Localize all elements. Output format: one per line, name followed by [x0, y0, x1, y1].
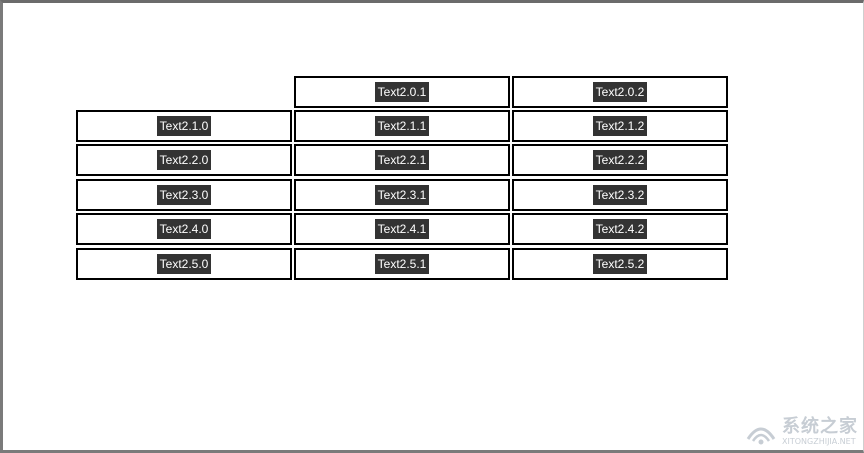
cell-label: Text2.1.1 — [374, 116, 430, 136]
grid-cell: Text2.4.0 — [76, 213, 292, 245]
grid-cell: Text2.1.1 — [294, 110, 510, 142]
grid-cell: Text2.3.0 — [76, 179, 292, 211]
grid-cell: Text2.5.1 — [294, 248, 510, 280]
cell-label: Text2.4.2 — [592, 219, 648, 239]
watermark: 系统之家 XITONGZHIJIA.NET — [744, 417, 858, 447]
cell-label: Text2.2.1 — [374, 150, 430, 170]
cell-label: Text2.0.1 — [374, 82, 430, 102]
grid-cell: Text2.1.2 — [512, 110, 728, 142]
grid-cell: Text2.0.2 — [512, 76, 728, 108]
grid-cell: Text2.2.1 — [294, 144, 510, 176]
cell-label: Text2.0.2 — [592, 82, 648, 102]
grid-cell: Text2.1.0 — [76, 110, 292, 142]
grid-cell: Text2.2.2 — [512, 144, 728, 176]
cell-label: Text2.4.1 — [374, 219, 430, 239]
cell-label: Text2.5.0 — [156, 254, 212, 274]
watermark-logo-icon — [746, 427, 776, 445]
grid-cell: Text2.3.2 — [512, 179, 728, 211]
watermark-url: XITONGZHIJIA.NET — [782, 437, 856, 446]
cell-label: Text2.2.2 — [592, 150, 648, 170]
grid-cell: Text2.5.2 — [512, 248, 728, 280]
grid-cell: Text2.4.1 — [294, 213, 510, 245]
cell-label: Text2.5.2 — [592, 254, 648, 274]
cell-label: Text2.2.0 — [156, 150, 212, 170]
watermark-text: 系统之家 — [782, 416, 858, 437]
grid-cell: Text2.3.1 — [294, 179, 510, 211]
grid-cell: Text2.2.0 — [76, 144, 292, 176]
cell-label: Text2.4.0 — [156, 219, 212, 239]
cell-label: Text2.1.2 — [592, 116, 648, 136]
grid-cell: Text2.5.0 — [76, 248, 292, 280]
cell-label: Text2.3.2 — [592, 185, 648, 205]
cell-label: Text2.1.0 — [156, 116, 212, 136]
grid-cell: Text2.4.2 — [512, 213, 728, 245]
cell-label: Text2.5.1 — [374, 254, 430, 274]
cell-label: Text2.3.0 — [156, 185, 212, 205]
grid-cell: Text2.0.1 — [294, 76, 510, 108]
window-top-edge — [0, 0, 864, 2]
cell-label: Text2.3.1 — [374, 185, 430, 205]
